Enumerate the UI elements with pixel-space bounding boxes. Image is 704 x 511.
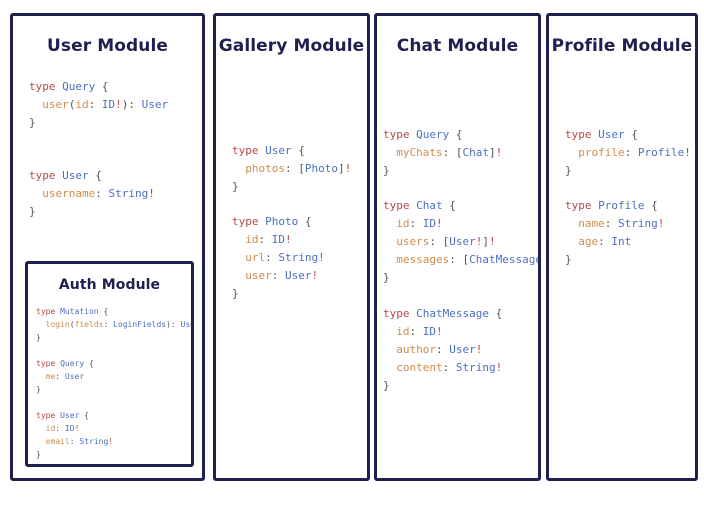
module-card-profile[interactable]: Profile Module type User { profile: Prof… xyxy=(546,13,698,481)
code-block-chat: type Query { myChats: [Chat]! } type Cha… xyxy=(383,127,541,392)
module-title-gallery: Gallery Module xyxy=(218,36,365,56)
code-block-auth: type Mutation { login(fields: LoginField… xyxy=(36,307,191,459)
module-card-user[interactable]: User Module type Query { user(id: ID!): … xyxy=(10,13,205,481)
module-title-user: User Module xyxy=(46,36,169,56)
code-block-user: type Query { user(id: ID!): User } type … xyxy=(29,79,169,219)
code-block-profile: type User { profile: Profile! } type Pro… xyxy=(565,127,691,267)
module-title-chat: Chat Module xyxy=(396,36,519,56)
module-card-auth[interactable]: Auth Module type Mutation { login(fields… xyxy=(25,261,194,467)
module-title-profile: Profile Module xyxy=(551,36,693,56)
module-card-gallery[interactable]: Gallery Module type User { photos: [Phot… xyxy=(213,13,370,481)
module-card-chat[interactable]: Chat Module type Query { myChats: [Chat]… xyxy=(374,13,541,481)
module-title-auth: Auth Module xyxy=(58,277,161,293)
code-block-gallery: type User { photos: [Photo]! } type Phot… xyxy=(232,143,352,301)
